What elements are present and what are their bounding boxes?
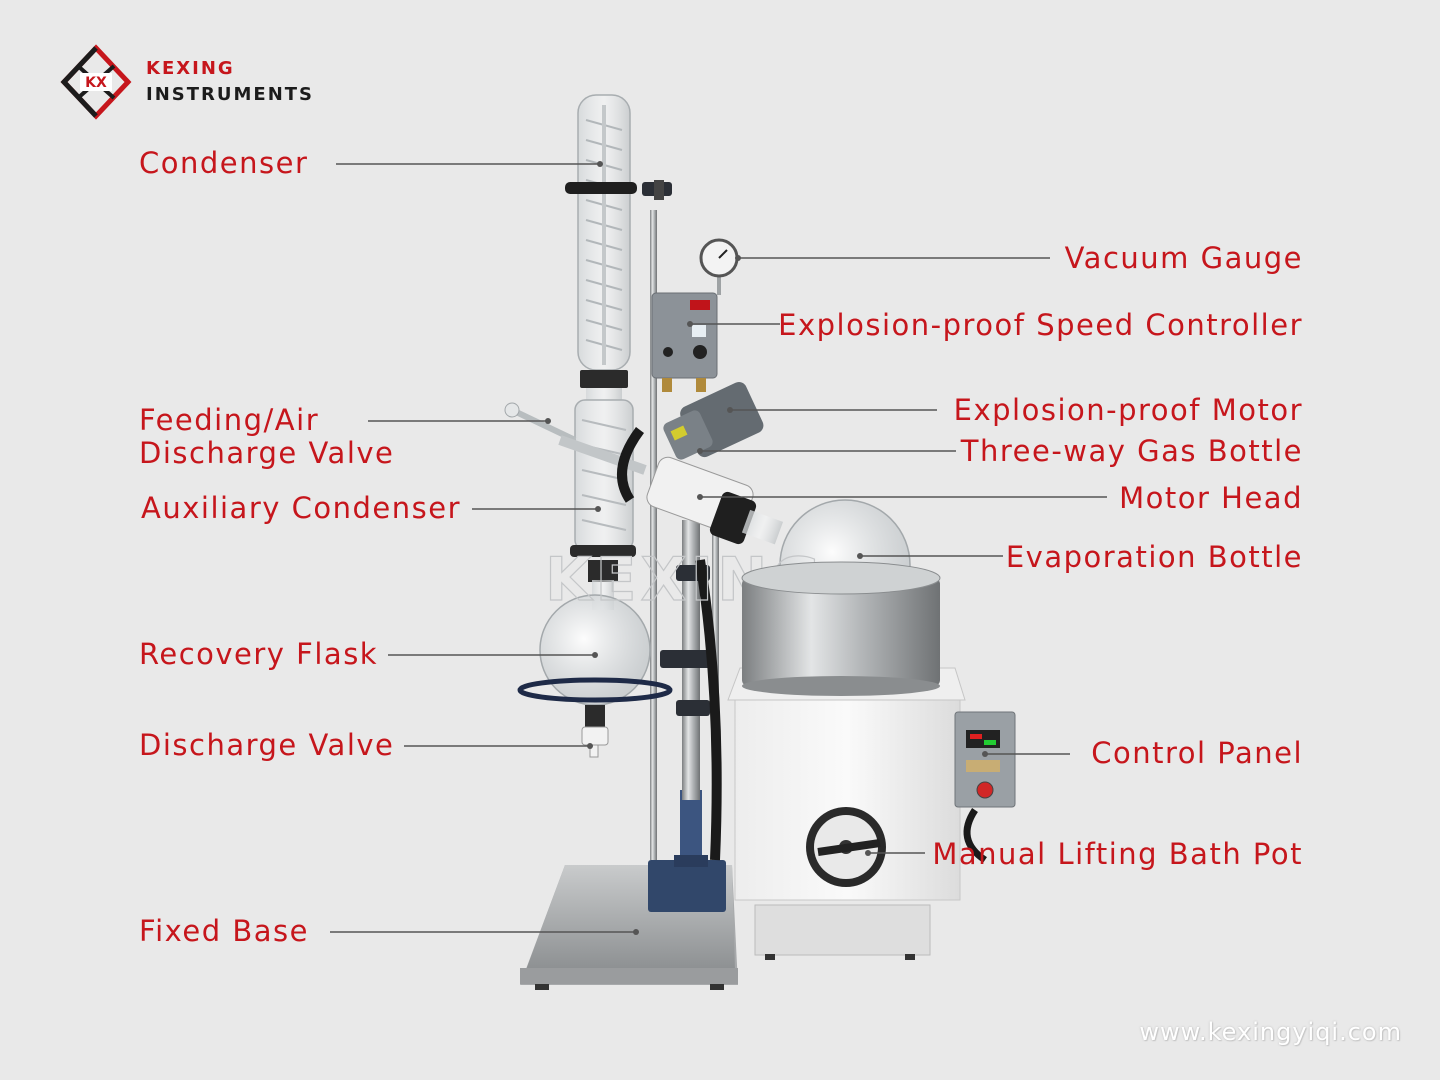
label-condenser: Condenser [139,146,309,180]
kx-logo-icon: KX [60,44,132,120]
auxiliary-condenser [570,399,636,582]
control-panel-shape [954,711,1016,863]
label-control-panel: Control Panel [1091,736,1303,770]
column-mount [648,790,726,912]
motor-head-shape [646,456,784,545]
leader-lines [330,163,1107,933]
brand-subtitle: INSTRUMENTS [146,84,314,105]
label-feeding-valve-line2: Discharge Valve [139,436,395,470]
vacuum-gauge-shape [699,238,739,295]
label-bath-pot: Manual Lifting Bath Pot [932,837,1303,871]
brand-logo: KX KEXING INSTRUMENTS [58,44,338,120]
label-fixed-base: Fixed Base [139,914,309,948]
condenser-column [565,94,637,400]
equipment-illustration: KEXING [504,94,1016,990]
label-motor: Explosion-proof Motor [953,393,1303,427]
label-vacuum-gauge: Vacuum Gauge [1064,241,1303,275]
speed-controller-box [651,292,718,392]
label-motor-head: Motor Head [1119,481,1303,515]
label-gas-bottle: Three-way Gas Bottle [960,434,1303,468]
label-feeding-valve-line1: Feeding/Air [139,403,320,437]
label-evaporation-bottle: Evaporation Bottle [1005,540,1303,574]
rod-clamp [660,650,712,668]
recovery-flask-shape [517,580,673,758]
label-speed-controller: Explosion-proof Speed Controller [778,308,1303,342]
leader-dots [545,161,988,935]
feeding-valve [504,402,647,475]
label-recovery-flask: Recovery Flask [139,637,379,671]
explosion-proof-motor-shape [617,382,764,861]
bath-pot-shape [727,561,966,960]
label-auxiliary-condenser: Auxiliary Condenser [141,491,462,525]
support-rod-left [650,210,657,860]
website-url: www.kexingyiqi.com [1139,1018,1402,1046]
brand-name: KEXING [146,58,235,79]
logo-letters: KX [85,75,107,91]
label-discharge-valve: Discharge Valve [139,728,395,762]
